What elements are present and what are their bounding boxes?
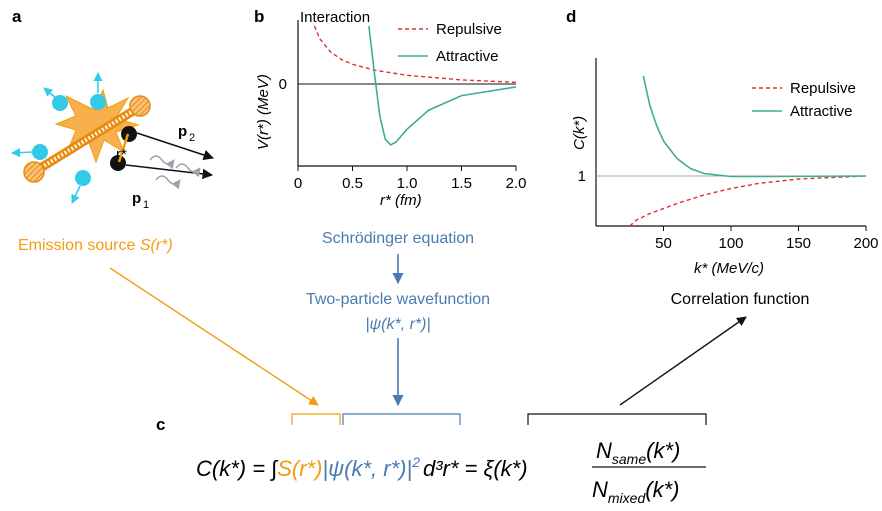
particle-2 bbox=[110, 155, 126, 171]
chart-d-x-ticks: 50 100 150 200 bbox=[655, 226, 879, 252]
emitted-particles bbox=[11, 72, 106, 204]
bracket-source bbox=[291, 413, 341, 425]
chart-b-x-ticks: 0 0.5 1.0 1.5 2.0 bbox=[294, 166, 527, 192]
arrow-source-to-equation bbox=[109, 267, 319, 406]
chart-d-legend-attractive: Attractive bbox=[790, 103, 853, 120]
chart-b-title: Interaction bbox=[300, 9, 370, 26]
momentum-arrow-2 bbox=[136, 132, 214, 161]
interaction-arrows bbox=[149, 155, 201, 190]
panel-label-c: c bbox=[156, 415, 165, 434]
equation-source: S(r*) bbox=[277, 456, 322, 481]
bracket-ratio bbox=[527, 413, 707, 425]
chart-d-legend: Repulsive Attractive bbox=[752, 80, 856, 120]
chart-d-legend-repulsive: Repulsive bbox=[790, 80, 856, 97]
chart-b-legend-repulsive: Repulsive bbox=[436, 21, 502, 38]
panel-label-d: d bbox=[566, 7, 576, 26]
schrodinger-label: Schrödinger equation bbox=[322, 230, 474, 247]
chart-b-x-tick-label: 1.5 bbox=[451, 175, 472, 192]
emission-illustration: r* p 2 p 1 bbox=[11, 72, 214, 211]
emission-source-label: Emission source S(r*) bbox=[18, 237, 173, 254]
chart-d-x-tick-label: 200 bbox=[853, 235, 878, 252]
source-rod-hatch bbox=[32, 106, 140, 174]
chart-d-x-tick-label: 150 bbox=[786, 235, 811, 252]
chart-b-legend: Repulsive Attractive bbox=[398, 21, 502, 65]
equation-denominator: Nmixed(k*) bbox=[592, 477, 679, 506]
chart-b-x-tick-label: 2.0 bbox=[506, 175, 527, 192]
chart-b-x-tick-label: 1.0 bbox=[397, 175, 418, 192]
chart-d-y-label: C(k*) bbox=[571, 116, 588, 150]
chart-b-legend-attractive: Attractive bbox=[436, 48, 499, 65]
chart-d-x-tick-label: 50 bbox=[655, 235, 672, 252]
chart-d-x-label: k* (MeV/c) bbox=[694, 260, 764, 277]
bracket-wavefunction bbox=[342, 413, 461, 425]
momentum-label-2-sub: 2 bbox=[189, 132, 195, 144]
chart-d-series-repulsive bbox=[629, 175, 867, 227]
equation-power: 2 bbox=[411, 454, 420, 470]
chart-d-y-tick: 1 bbox=[578, 168, 586, 185]
equation-brackets bbox=[291, 413, 707, 425]
momentum-label-2: p bbox=[178, 123, 187, 140]
chart-b-y-label: V(r*) (MeV) bbox=[255, 74, 272, 150]
momentum-label-1: p bbox=[132, 190, 141, 207]
separation-label: r* bbox=[116, 146, 127, 163]
chart-d-series-attractive bbox=[642, 75, 867, 178]
correlation-title: Correlation function bbox=[671, 291, 810, 308]
nucleus-right bbox=[129, 95, 151, 117]
chart-d: 50 100 150 200 1 k* (MeV/c) C(k*) Repulsive… bbox=[571, 58, 879, 277]
momentum-label-1-sub: 1 bbox=[143, 199, 149, 211]
chart-b-series-repulsive bbox=[313, 25, 517, 83]
arrow-to-correlation bbox=[619, 316, 747, 406]
equation-numerator: Nsame(k*) bbox=[596, 438, 680, 467]
equation-psi: |ψ(k*, r*)| bbox=[322, 456, 412, 481]
particle-1 bbox=[121, 126, 137, 142]
wavefunction-title: Two-particle wavefunction bbox=[306, 291, 490, 308]
chart-d-x-tick-label: 100 bbox=[718, 235, 743, 252]
chart-b-x-label: r* (fm) bbox=[380, 192, 422, 209]
panel-label-b: b bbox=[254, 7, 264, 26]
separation-r bbox=[117, 133, 130, 163]
chart-b-x-tick-label: 0 bbox=[294, 175, 302, 192]
wavefunction-symbol: |ψ(k*, r*)| bbox=[365, 316, 430, 333]
chart-b-series-attractive bbox=[368, 25, 517, 146]
chart-b-x-tick-label: 0.5 bbox=[342, 175, 363, 192]
chart-b: 0 0.5 1.0 1.5 2.0 0 Interaction r* (fm) V(r*… bbox=[255, 9, 526, 209]
nucleus-left bbox=[23, 161, 45, 183]
chart-b-y-tick: 0 bbox=[279, 76, 287, 93]
panel-label-a: a bbox=[12, 7, 22, 26]
